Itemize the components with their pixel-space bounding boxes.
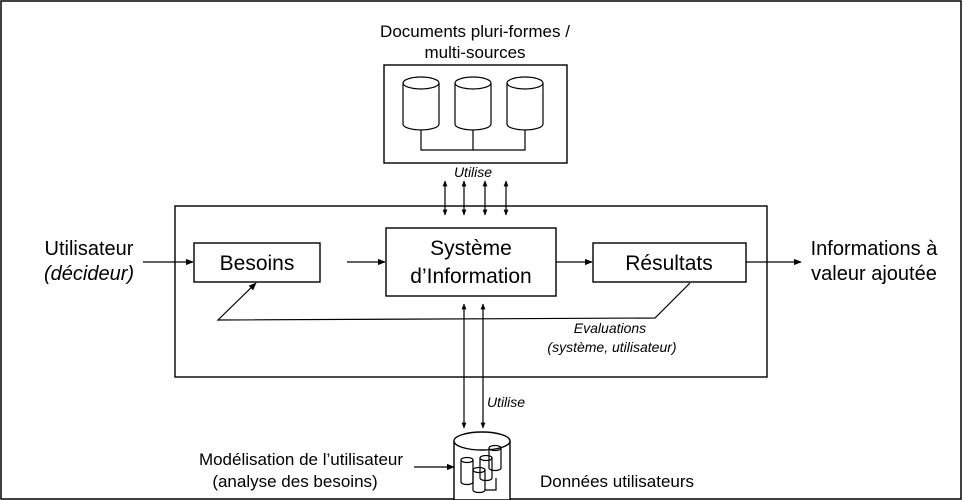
user-label: Utilisateur	[45, 238, 134, 260]
utilise-top-label: Utilise	[454, 164, 492, 180]
double-arrows-bottom	[461, 303, 486, 429]
systeme-box	[385, 227, 557, 297]
documents-title-line2: multi-sources	[424, 43, 525, 62]
evaluations-detail-label: (système, utilisateur)	[547, 339, 676, 355]
database-connector	[420, 130, 526, 151]
informations-label-line2: valeur ajoutée	[811, 263, 937, 285]
feedback-loop-arrow	[216, 282, 691, 321]
system-frame	[174, 205, 768, 378]
donnees-utilisateurs-label: Données utilisateurs	[540, 472, 694, 491]
besoins-label: Besoins	[220, 252, 295, 275]
utilise-bottom-label: Utilise	[487, 394, 525, 410]
resultats-box	[592, 242, 747, 283]
systeme-label-line1: Système	[430, 237, 512, 260]
documents-title-line1: Documents pluri-formes /	[380, 22, 570, 41]
modelisation-label: Modélisation de l’utilisateur	[199, 450, 403, 469]
resultats-label: Résultats	[625, 252, 713, 275]
evaluations-label: Evaluations	[574, 320, 646, 336]
user-role-label: (décideur)	[44, 263, 134, 285]
besoins-box	[193, 242, 321, 283]
double-arrows-top	[442, 180, 509, 216]
documents-box	[383, 64, 568, 164]
user-database-icon	[453, 431, 511, 500]
informations-label-line1: Informations à	[811, 238, 939, 260]
systeme-label-line2: d’Information	[410, 265, 531, 288]
modelisation-detail-label: (analyse des besoins)	[212, 472, 377, 491]
